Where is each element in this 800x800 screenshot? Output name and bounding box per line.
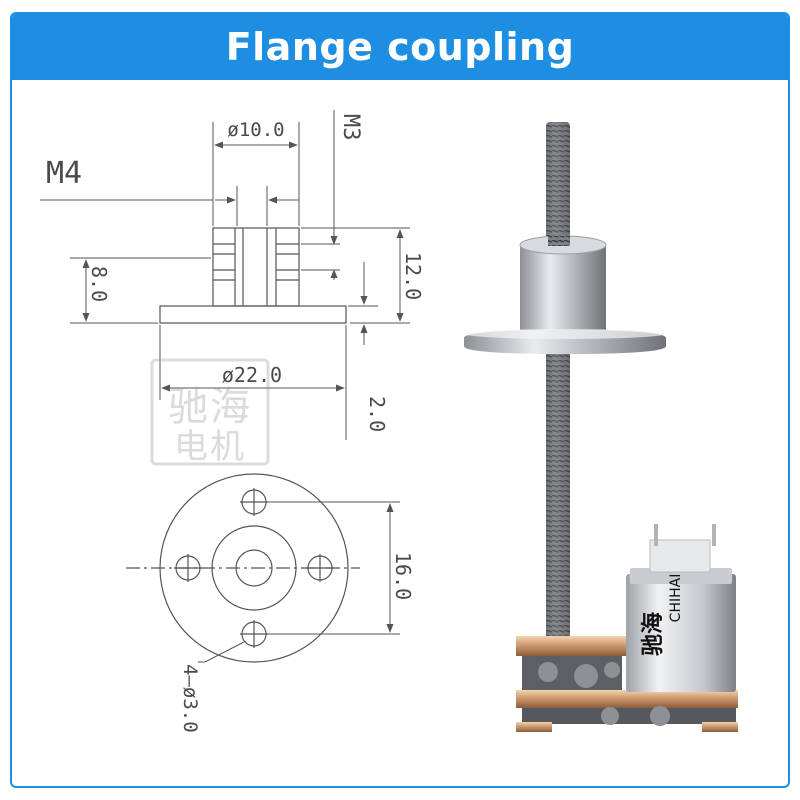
side-view [159,227,347,324]
dim-hole-pitch: 16.0 [391,552,415,600]
watermark-stamp: 驰海 电机 [150,358,270,467]
motor-can [626,574,736,692]
hub-outline [212,227,300,307]
dim-hub-diameter: ø10.0 [227,119,284,141]
dim-thread-m4: M4 [46,156,82,191]
motor-terminal-left [654,524,658,546]
svg-text:电机: 电机 [174,427,246,467]
frame: Flange coupling [10,12,790,788]
banner-title: Flange coupling [225,25,575,69]
dim-hub-height: 8.0 [87,266,111,302]
dim-flange-diameter: ø22.0 [222,363,282,387]
dim-thread-m3: M3 [338,114,363,141]
side-dimensions [40,110,410,440]
dim-mount-holes: 4—ø3.0 [179,664,201,733]
title-banner: Flange coupling [12,14,788,80]
motor-endcap [649,539,711,573]
motor-terminal-right [712,524,716,546]
gearbox-middle-plate [516,690,738,708]
motor-label-en: CHIHAI [668,574,684,623]
flange-outline [159,305,347,324]
top-dimensions [198,501,400,663]
top-view [126,473,360,663]
dim-total-height: 12.0 [401,252,425,300]
gearbox-top-plate [516,636,626,656]
dim-flange-thickness: 2.0 [365,396,389,432]
motor-label-cn: 驰海 [640,612,666,656]
svg-text:驰海: 驰海 [168,384,252,430]
coupling-hub [520,236,606,330]
product-illustration: 驰海 CHIHAI [464,122,738,732]
